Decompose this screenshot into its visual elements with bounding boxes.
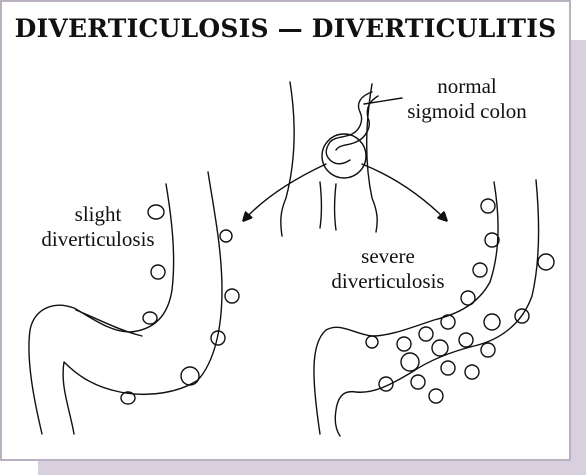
magnifier-circle: [322, 134, 366, 178]
leg-divide-right: [335, 184, 337, 230]
normal-colon-sketch-2: [336, 96, 378, 150]
slight-diverticulosis-colon: [29, 172, 239, 434]
illustration: [0, 0, 571, 461]
severe-diverticulum: [397, 337, 411, 351]
severe-diverticulum: [411, 375, 425, 389]
slight-diverticulum: [181, 367, 199, 385]
slight-colon-inner-wall: [29, 184, 174, 434]
severe-diverticulum: [441, 315, 455, 329]
severe-diverticulum: [484, 314, 500, 330]
leg-divide-left: [320, 182, 322, 228]
arrow-to-slight: [244, 164, 326, 220]
severe-diverticulum: [481, 199, 495, 213]
severe-diverticulum: [481, 343, 495, 357]
severe-diverticulum: [538, 254, 554, 270]
slight-colon-outer-wall: [63, 172, 222, 434]
severe-diverticulum: [473, 263, 487, 277]
severe-diverticulum: [366, 336, 378, 348]
severe-diverticulum: [441, 361, 455, 375]
severe-diverticulum: [485, 233, 499, 247]
torso-left-outline: [281, 82, 294, 236]
slight-diverticulum: [143, 312, 157, 324]
severe-diverticulum: [459, 333, 473, 347]
severe-diverticulum: [419, 327, 433, 341]
severe-diverticulum: [461, 291, 475, 305]
slight-diverticulum: [225, 289, 239, 303]
severe-diverticulum: [401, 353, 419, 371]
slight-diverticulum: [220, 230, 232, 242]
severe-diverticulum: [465, 365, 479, 379]
slight-diverticulum: [151, 265, 165, 279]
severe-diverticulum: [429, 389, 443, 403]
severe-diverticulum: [432, 340, 448, 356]
severe-colon-outer-wall: [335, 180, 538, 436]
arrow-to-severe: [362, 164, 446, 220]
slight-diverticulum: [148, 205, 164, 219]
severe-diverticulosis-colon: [314, 180, 554, 436]
torso-illustration: [281, 82, 402, 236]
